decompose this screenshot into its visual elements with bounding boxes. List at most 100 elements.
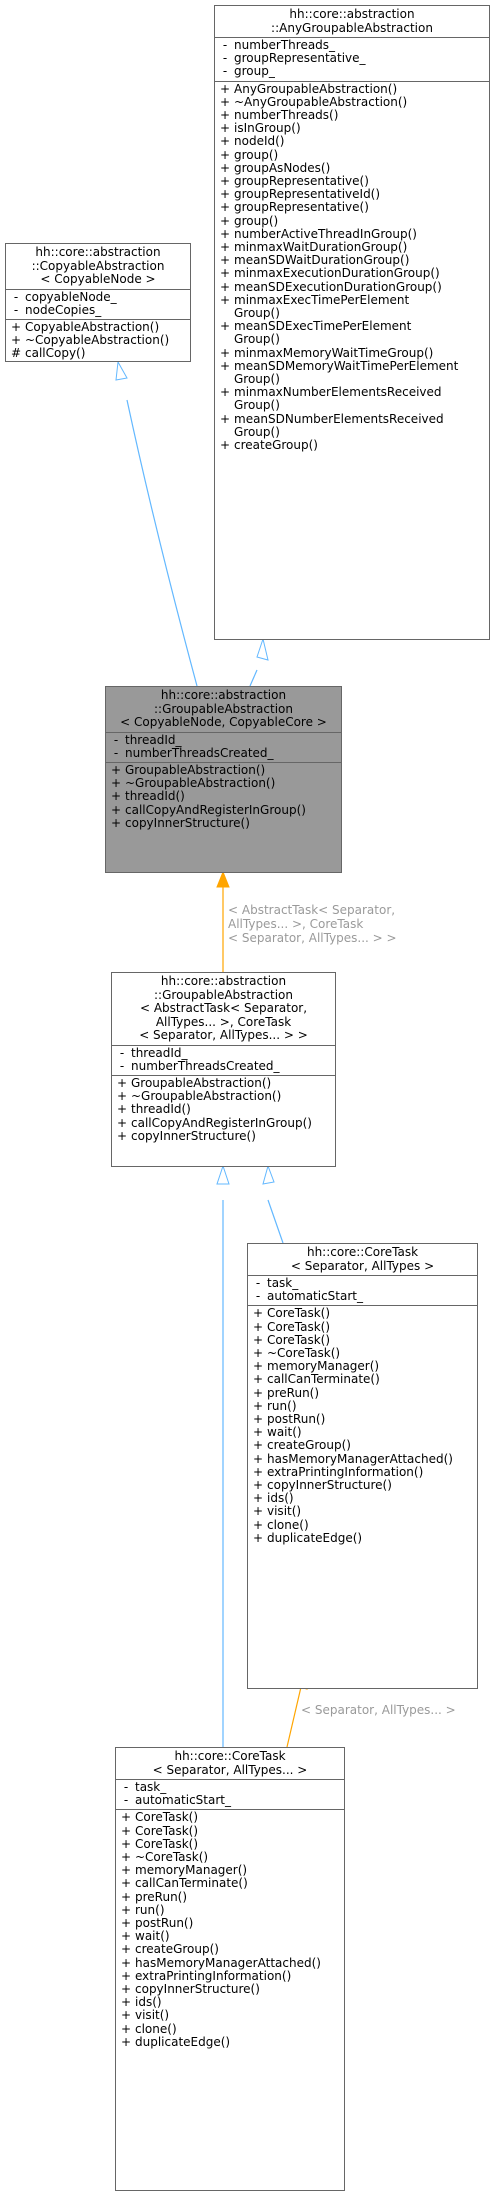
member-row[interactable]: +duplicateEdge() (119, 2035, 341, 2049)
member-row[interactable]: +postRun() (251, 1412, 474, 1426)
member-row[interactable]: +copyInnerStructure() (251, 1478, 474, 1493)
member-row[interactable]: -copyableNode_ (9, 290, 187, 304)
member-row[interactable]: -threadId_ (109, 733, 338, 747)
member-row[interactable]: +CopyableAbstraction() (9, 320, 187, 334)
member-row[interactable]: +~GroupableAbstraction() (109, 776, 338, 790)
member-row[interactable]: +threadId() (109, 790, 338, 803)
member-row[interactable]: +callCopyAndRegisterInGroup() (115, 1116, 332, 1130)
member-row[interactable]: +hasMemoryManagerAttached() (251, 1452, 474, 1466)
member-row[interactable]: +createGroup() (119, 1943, 341, 1956)
member-row[interactable]: +extraPrintingInformation() (119, 1969, 341, 1983)
member-row[interactable]: +callCanTerminate() (251, 1373, 474, 1386)
member-name: callCanTerminate() (267, 1372, 380, 1387)
member-row[interactable]: -group_ (218, 65, 486, 78)
class-box-core-task[interactable]: hh::core::CoreTask < Separator, AllTypes… (247, 1243, 478, 1689)
member-row[interactable]: +~GroupableAbstraction() (115, 1089, 332, 1103)
member-row[interactable]: -nodeCopies_ (9, 303, 187, 317)
member-row[interactable]: +ids() (251, 1492, 474, 1505)
member-row[interactable]: +ids() (119, 1996, 341, 2009)
class-box-groupable-abstraction-instance[interactable]: hh::core::abstraction ::GroupableAbstrac… (111, 972, 336, 1167)
member-row[interactable]: +threadId() (115, 1103, 332, 1116)
member-row[interactable]: +groupRepresentative() (218, 174, 486, 188)
member-row[interactable]: +isInGroup() (218, 122, 486, 135)
member-row[interactable]: +meanSDExecutionDurationGroup() (218, 279, 486, 294)
member-name: ~CopyableAbstraction() (25, 333, 170, 348)
member-row[interactable]: +hasMemoryManagerAttached() (119, 1956, 341, 1970)
member-name: copyInnerStructure() (267, 1478, 392, 1493)
class-box-core-task-instance[interactable]: hh::core::CoreTask < Separator, AllTypes… (115, 1747, 345, 2191)
member-row[interactable]: +callCopyAndRegisterInGroup() (109, 802, 338, 817)
member-row[interactable]: +createGroup() (251, 1439, 474, 1452)
visibility-marker: + (120, 2021, 132, 2036)
member-row[interactable]: +minmaxWaitDurationGroup() (218, 240, 486, 254)
member-row[interactable]: +preRun() (251, 1386, 474, 1400)
member-row[interactable]: +visit() (251, 1505, 474, 1518)
inheritance-edge-groupable-coretask (267, 1199, 284, 1244)
member-row[interactable]: +wait() (119, 1930, 341, 1943)
member-row[interactable]: +CoreTask() (251, 1320, 474, 1334)
member-row[interactable]: +extraPrintingInformation() (251, 1465, 474, 1479)
member-row[interactable]: +meanSDExecTimePerElement Group() (218, 320, 486, 347)
member-row[interactable]: +group() (218, 148, 486, 162)
member-row[interactable]: +~CoreTask() (119, 1850, 341, 1864)
member-row[interactable]: -automaticStart_ (251, 1290, 474, 1303)
member-row[interactable]: +run() (251, 1399, 474, 1413)
member-row[interactable]: +CoreTask() (119, 1811, 341, 1824)
member-row[interactable]: +groupRepresentative() (218, 201, 486, 214)
visibility-marker: + (219, 134, 231, 149)
class-box-any-groupable-abstraction[interactable]: hh::core::abstraction ::AnyGroupableAbst… (214, 5, 490, 640)
member-row[interactable]: +numberThreads() (218, 108, 486, 122)
member-name: callCopyAndRegisterInGroup() (125, 802, 306, 817)
member-row[interactable]: +meanSDWaitDurationGroup() (218, 254, 486, 267)
class-box-groupable-abstraction-current[interactable]: hh::core::abstraction ::GroupableAbstrac… (105, 686, 342, 873)
member-row[interactable]: +minmaxNumberElementsReceived Group() (218, 386, 486, 413)
member-row[interactable]: +postRun() (119, 1916, 341, 1930)
member-row[interactable]: +minmaxMemoryWaitTimeGroup() (218, 346, 486, 360)
member-row[interactable]: +groupAsNodes() (218, 161, 486, 175)
member-row[interactable]: +groupRepresentativeId() (218, 188, 486, 201)
member-row[interactable]: +preRun() (119, 1890, 341, 1904)
member-row[interactable]: -threadId_ (115, 1046, 332, 1060)
member-row[interactable]: +GroupableAbstraction() (109, 763, 338, 777)
member-row[interactable]: +GroupableAbstraction() (115, 1076, 332, 1090)
member-row[interactable]: +createGroup() (218, 438, 486, 452)
member-row[interactable]: +duplicateEdge() (251, 1531, 474, 1545)
member-row[interactable]: +CoreTask() (251, 1307, 474, 1320)
member-row[interactable]: +memoryManager() (119, 1864, 341, 1877)
member-row[interactable]: +CoreTask() (251, 1333, 474, 1347)
member-row[interactable]: +visit() (119, 2009, 341, 2022)
member-row[interactable]: +copyInnerStructure() (109, 816, 338, 830)
member-row[interactable]: +copyInnerStructure() (119, 1982, 341, 1996)
member-row[interactable]: +wait() (251, 1426, 474, 1439)
member-name: meanSDExecutionDurationGroup() (234, 279, 442, 294)
member-row[interactable]: +AnyGroupableAbstraction() (218, 82, 486, 96)
member-row[interactable]: -groupRepresentative_ (218, 52, 486, 65)
member-row[interactable]: +copyInnerStructure() (115, 1129, 332, 1143)
member-row[interactable]: -numberThreads_ (218, 38, 486, 52)
member-row[interactable]: +~CoreTask() (251, 1346, 474, 1360)
member-row[interactable]: +meanSDNumberElementsReceived Group() (218, 412, 486, 439)
class-box-copyable-abstraction[interactable]: hh::core::abstraction ::CopyableAbstract… (5, 243, 191, 362)
member-row[interactable]: #callCopy() (9, 347, 187, 360)
member-row[interactable]: -task_ (251, 1276, 474, 1290)
member-row[interactable]: +clone() (119, 2021, 341, 2036)
member-row[interactable]: +nodeId() (218, 135, 486, 148)
member-row[interactable]: +group() (218, 214, 486, 228)
member-row[interactable]: -numberThreadsCreated_ (115, 1059, 332, 1073)
visibility-marker: + (120, 1810, 132, 1825)
member-row[interactable]: -automaticStart_ (119, 1794, 341, 1807)
member-row[interactable]: +~CopyableAbstraction() (9, 333, 187, 348)
member-row[interactable]: +minmaxExecutionDurationGroup() (218, 267, 486, 280)
member-row[interactable]: -numberThreadsCreated_ (109, 746, 338, 760)
member-row[interactable]: +memoryManager() (251, 1360, 474, 1373)
member-row[interactable]: +meanSDMemoryWaitTimePerElement Group() (218, 359, 486, 386)
member-row[interactable]: +CoreTask() (119, 1837, 341, 1851)
member-row[interactable]: +~AnyGroupableAbstraction() (218, 95, 486, 109)
member-row[interactable]: +run() (119, 1903, 341, 1917)
member-row[interactable]: +numberActiveThreadInGroup() (218, 227, 486, 241)
member-row[interactable]: +CoreTask() (119, 1824, 341, 1838)
member-row[interactable]: -task_ (119, 1780, 341, 1794)
member-row[interactable]: +callCanTerminate() (119, 1877, 341, 1890)
member-row[interactable]: +minmaxExecTimePerElement Group() (218, 293, 486, 320)
member-row[interactable]: +clone() (251, 1518, 474, 1532)
